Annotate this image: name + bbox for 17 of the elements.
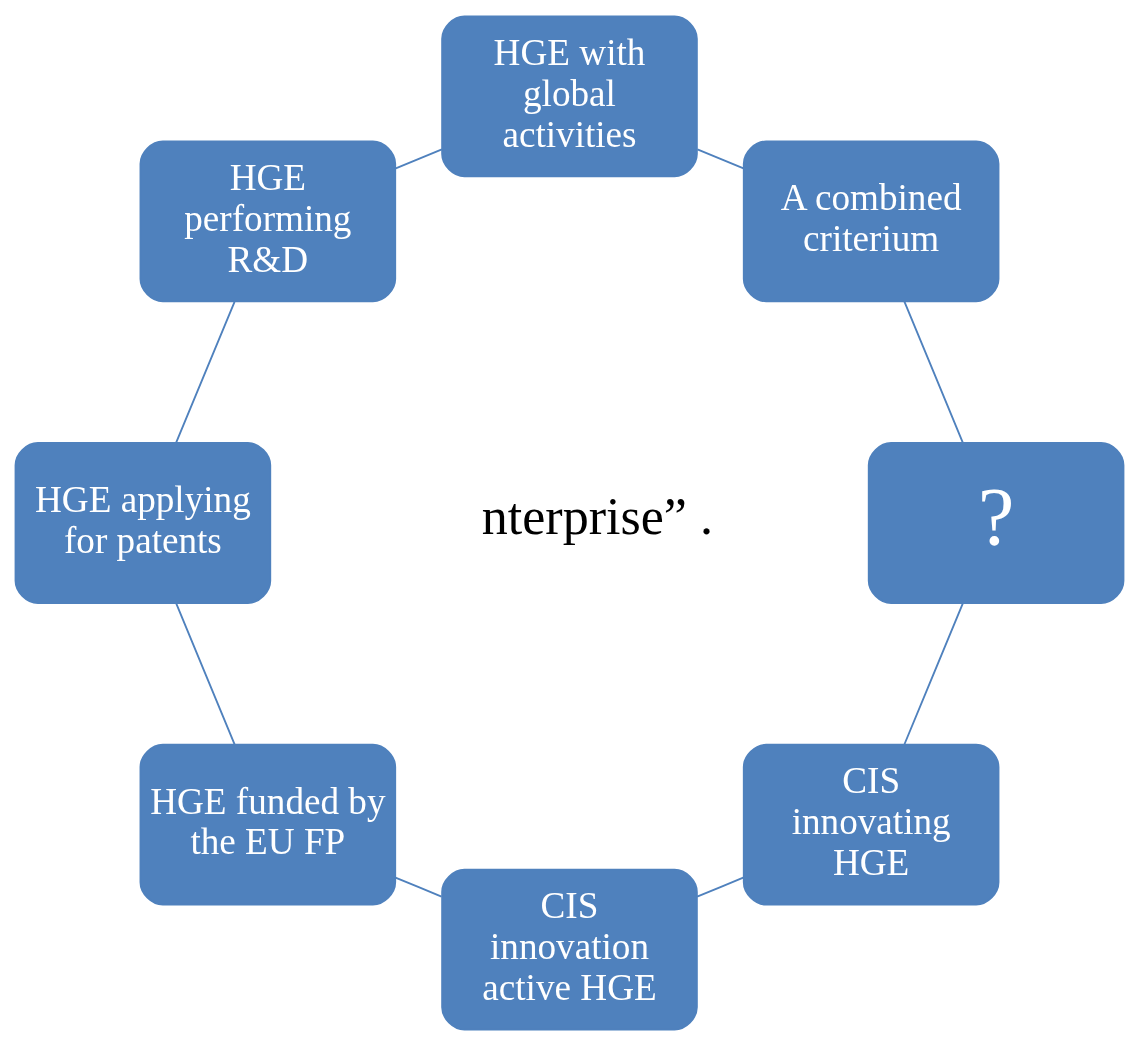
node-box: HGE funded by the EU FP xyxy=(139,743,397,906)
node-box: A combined criterium xyxy=(742,140,1000,303)
node-box: ? xyxy=(867,442,1125,604)
connector xyxy=(175,300,236,444)
connector xyxy=(394,148,443,170)
connector xyxy=(903,602,964,746)
connector xyxy=(394,876,443,898)
connector xyxy=(903,300,964,444)
node-box: CIS innovating HGE xyxy=(742,743,1000,906)
node-box: HGE performing R&D xyxy=(139,140,397,303)
node-box: CIS innovation active HGE xyxy=(441,868,698,1031)
label: nterprise” . xyxy=(481,487,713,545)
connector xyxy=(696,876,745,898)
connector xyxy=(696,148,745,170)
connector xyxy=(175,602,236,746)
node-box: HGE applying for patents xyxy=(14,442,272,604)
node-box: HGE with global activities xyxy=(441,15,698,178)
